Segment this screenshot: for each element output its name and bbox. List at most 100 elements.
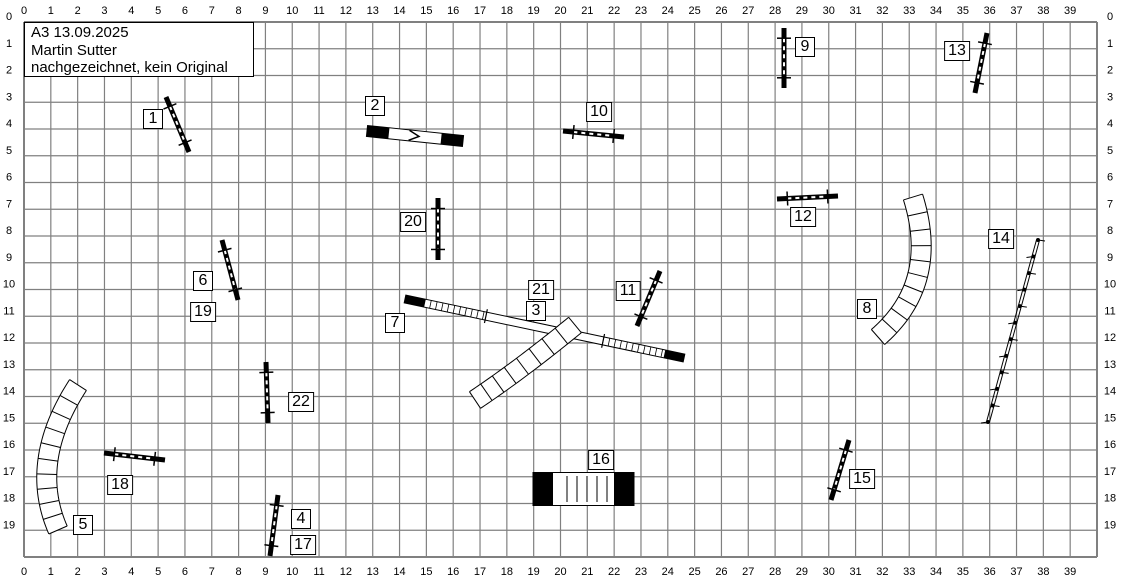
jump-wing <box>612 128 616 144</box>
column-label-bottom: 5 <box>155 566 161 578</box>
row-label-left: 9 <box>6 252 12 264</box>
weave-flag <box>999 355 1007 358</box>
column-label-top: 14 <box>393 5 405 17</box>
obstacle-number-18: 18 <box>107 475 133 495</box>
dogwalk-slat <box>631 343 634 352</box>
jump-12 <box>776 189 839 206</box>
tunnel-5 <box>36 379 87 535</box>
column-label-bottom: 31 <box>849 566 861 578</box>
row-label-left: 13 <box>3 359 15 371</box>
obstacle-number-11: 11 <box>615 281 641 301</box>
tunnel-segment <box>39 499 60 505</box>
obstacle-number-1: 1 <box>143 109 163 129</box>
row-label-right: 7 <box>1107 198 1113 210</box>
jump-18 <box>103 447 166 466</box>
course-title: A3 13.09.2025 <box>31 24 129 41</box>
column-label-top: 8 <box>236 5 242 17</box>
column-label-bottom: 2 <box>75 566 81 578</box>
info-box: A3 13.09.2025 Martin Sutter nachgezeichn… <box>24 22 254 77</box>
jump-wing <box>827 487 841 493</box>
tunnel-segment <box>37 487 58 490</box>
obstacle-number-19: 19 <box>190 302 216 322</box>
column-label-top: 39 <box>1064 5 1076 17</box>
column-label-top: 12 <box>340 5 352 17</box>
obstacle-number-9: 9 <box>795 37 815 57</box>
jump-20 <box>431 198 445 260</box>
row-label-right: 13 <box>1104 359 1116 371</box>
column-label-top: 23 <box>635 5 647 17</box>
obstacle-number-7: 7 <box>385 313 405 333</box>
jump-bar-stripes <box>265 372 269 413</box>
column-label-bottom: 16 <box>447 566 459 578</box>
column-label-top: 35 <box>957 5 969 17</box>
column-label-top: 30 <box>823 5 835 17</box>
weave-flag <box>1026 256 1034 259</box>
column-label-top: 0 <box>21 5 27 17</box>
column-label-bottom: 15 <box>420 566 432 578</box>
column-label-bottom: 14 <box>393 566 405 578</box>
column-label-top: 3 <box>101 5 107 17</box>
weave-flag <box>1037 239 1046 242</box>
row-label-left: 7 <box>6 198 12 210</box>
obstacles <box>36 28 1046 557</box>
column-label-bottom: 37 <box>1010 566 1022 578</box>
column-label-top: 32 <box>876 5 888 17</box>
column-label-top: 29 <box>796 5 808 17</box>
row-label-right: 14 <box>1104 386 1116 398</box>
column-label-top: 6 <box>182 5 188 17</box>
jump-wing <box>264 543 279 548</box>
column-label-top: 28 <box>769 5 781 17</box>
jump-bar-stripes <box>833 449 847 491</box>
column-label-bottom: 22 <box>608 566 620 578</box>
tunnel-segment <box>516 357 529 375</box>
jump-wing <box>571 124 575 140</box>
obstacle-number-17: 17 <box>290 535 316 555</box>
tunnel-segment <box>480 383 493 401</box>
column-label-bottom: 6 <box>182 566 188 578</box>
row-label-right: 16 <box>1104 439 1116 451</box>
tunnel-segment <box>871 329 885 345</box>
column-label-bottom: 28 <box>769 566 781 578</box>
row-label-right: 11 <box>1104 305 1115 317</box>
tunnel-segment <box>907 272 928 278</box>
dogwalk-slat <box>435 301 438 310</box>
tunnel-segment <box>898 296 917 308</box>
jump-13 <box>970 32 992 94</box>
row-label-right: 4 <box>1107 118 1113 130</box>
tunnel-segment <box>910 228 931 232</box>
jump-bar-stripes <box>223 249 237 291</box>
row-label-right: 5 <box>1107 145 1113 157</box>
tunnel-8 <box>871 193 932 345</box>
jump-9 <box>777 28 791 88</box>
dogwalk-slat <box>637 344 640 353</box>
row-label-left: 17 <box>3 466 15 478</box>
obstacle-number-6: 6 <box>193 271 213 291</box>
dogwalk-slat <box>452 305 456 314</box>
fixed-tunnel-16-end <box>614 472 634 506</box>
column-label-top: 18 <box>501 5 513 17</box>
tunnel-segment <box>51 410 71 421</box>
column-label-top: 36 <box>984 5 996 17</box>
column-label-bottom: 13 <box>367 566 379 578</box>
column-label-bottom: 4 <box>128 566 134 578</box>
weave-flag <box>1028 272 1036 275</box>
column-label-bottom: 7 <box>209 566 215 578</box>
dogwalk-slat <box>642 345 646 354</box>
row-label-right: 3 <box>1107 91 1113 103</box>
column-label-bottom: 1 <box>48 566 54 578</box>
dogwalk-slat <box>607 338 611 347</box>
tunnel-segment <box>469 391 481 409</box>
column-label-bottom: 38 <box>1037 566 1049 578</box>
long-jump-marker <box>408 129 421 142</box>
obstacle-number-16: 16 <box>588 450 614 470</box>
weave-base <box>986 239 1038 422</box>
dogwalk-slat <box>648 346 652 355</box>
jump-22 <box>259 361 275 424</box>
judge-name: Martin Sutter <box>31 41 117 59</box>
column-label-top: 16 <box>447 5 459 17</box>
jump-pole <box>263 361 271 424</box>
column-label-top: 13 <box>367 5 379 17</box>
jump-wing <box>217 247 232 253</box>
column-label-bottom: 10 <box>286 566 298 578</box>
obstacle-number-20: 20 <box>400 212 426 232</box>
